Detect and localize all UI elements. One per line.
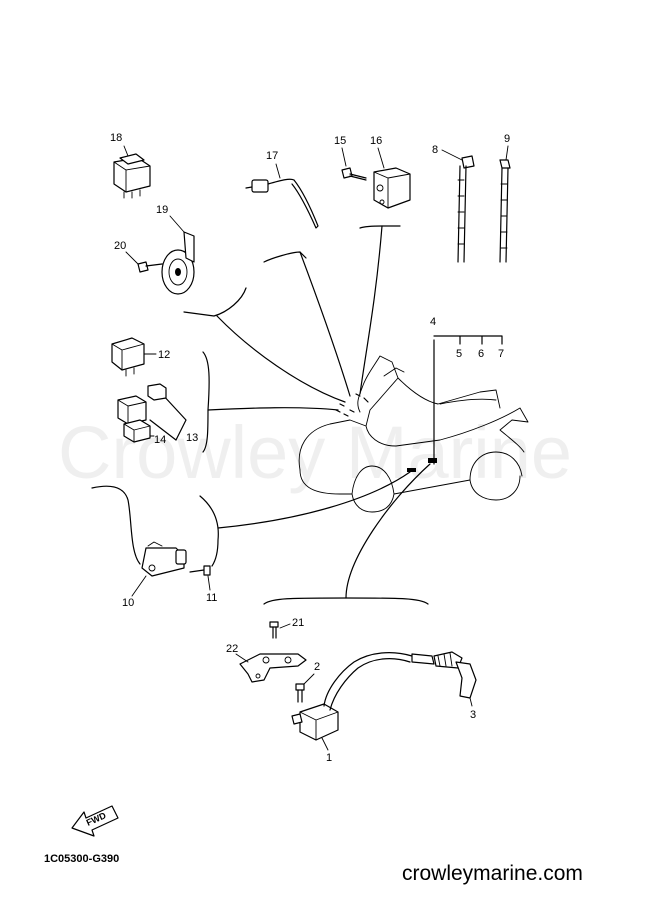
callout-1: 1 <box>326 752 332 764</box>
leader-lines <box>149 225 503 605</box>
part-2-bolt <box>295 683 305 703</box>
scooter-outline <box>298 355 529 513</box>
part-8-cable-tie <box>457 155 475 263</box>
part-18-relay <box>113 153 151 199</box>
callout-9: 9 <box>504 133 510 145</box>
callout-17: 17 <box>266 150 278 162</box>
callout-22: 22 <box>226 643 238 655</box>
part-3-plug-cap <box>411 651 477 699</box>
part-21-screw <box>269 621 279 639</box>
part-9-cable-tie <box>499 159 511 263</box>
callout-4: 4 <box>430 316 436 328</box>
regulator-mount-marker <box>428 458 437 463</box>
callout-7: 7 <box>498 348 504 360</box>
part-12-relay <box>111 337 145 377</box>
part-22-bracket <box>239 653 307 683</box>
part-15-bolt <box>341 167 367 181</box>
callout-2: 2 <box>314 661 320 673</box>
callout-15: 15 <box>334 135 346 147</box>
part-20-bolt <box>137 261 163 273</box>
callout-12: 12 <box>158 349 170 361</box>
callout-labels: 18 17 15 16 8 9 19 20 4 5 6 7 12 14 13 1… <box>110 132 510 764</box>
callout-5: 5 <box>456 348 462 360</box>
part-11-screw <box>189 565 211 576</box>
part-17-wire-lead <box>245 178 319 229</box>
fwd-arrow: FWD <box>71 805 119 837</box>
callout-8: 8 <box>432 144 438 156</box>
callout-16: 16 <box>370 135 382 147</box>
part-19-horn <box>161 231 195 295</box>
diagram-code: 1C05300-G390 <box>44 853 119 865</box>
part-16-rectifier <box>373 167 411 209</box>
part-1-ignition-coil <box>291 652 413 741</box>
part-13-14-relays <box>117 383 167 443</box>
callout-6: 6 <box>478 348 484 360</box>
callout-13: 13 <box>186 432 198 444</box>
coil-mount-marker <box>407 468 416 472</box>
callout-10: 10 <box>122 597 134 609</box>
part-10-sensor <box>91 485 187 577</box>
callout-21: 21 <box>292 617 304 629</box>
callout-11: 11 <box>206 592 217 604</box>
callout-19: 19 <box>156 204 168 216</box>
callout-18: 18 <box>110 132 122 144</box>
site-url: crowleymarine.com <box>402 862 583 885</box>
callout-20: 20 <box>114 240 126 252</box>
callout-14: 14 <box>154 434 166 446</box>
callout-3: 3 <box>470 709 476 721</box>
